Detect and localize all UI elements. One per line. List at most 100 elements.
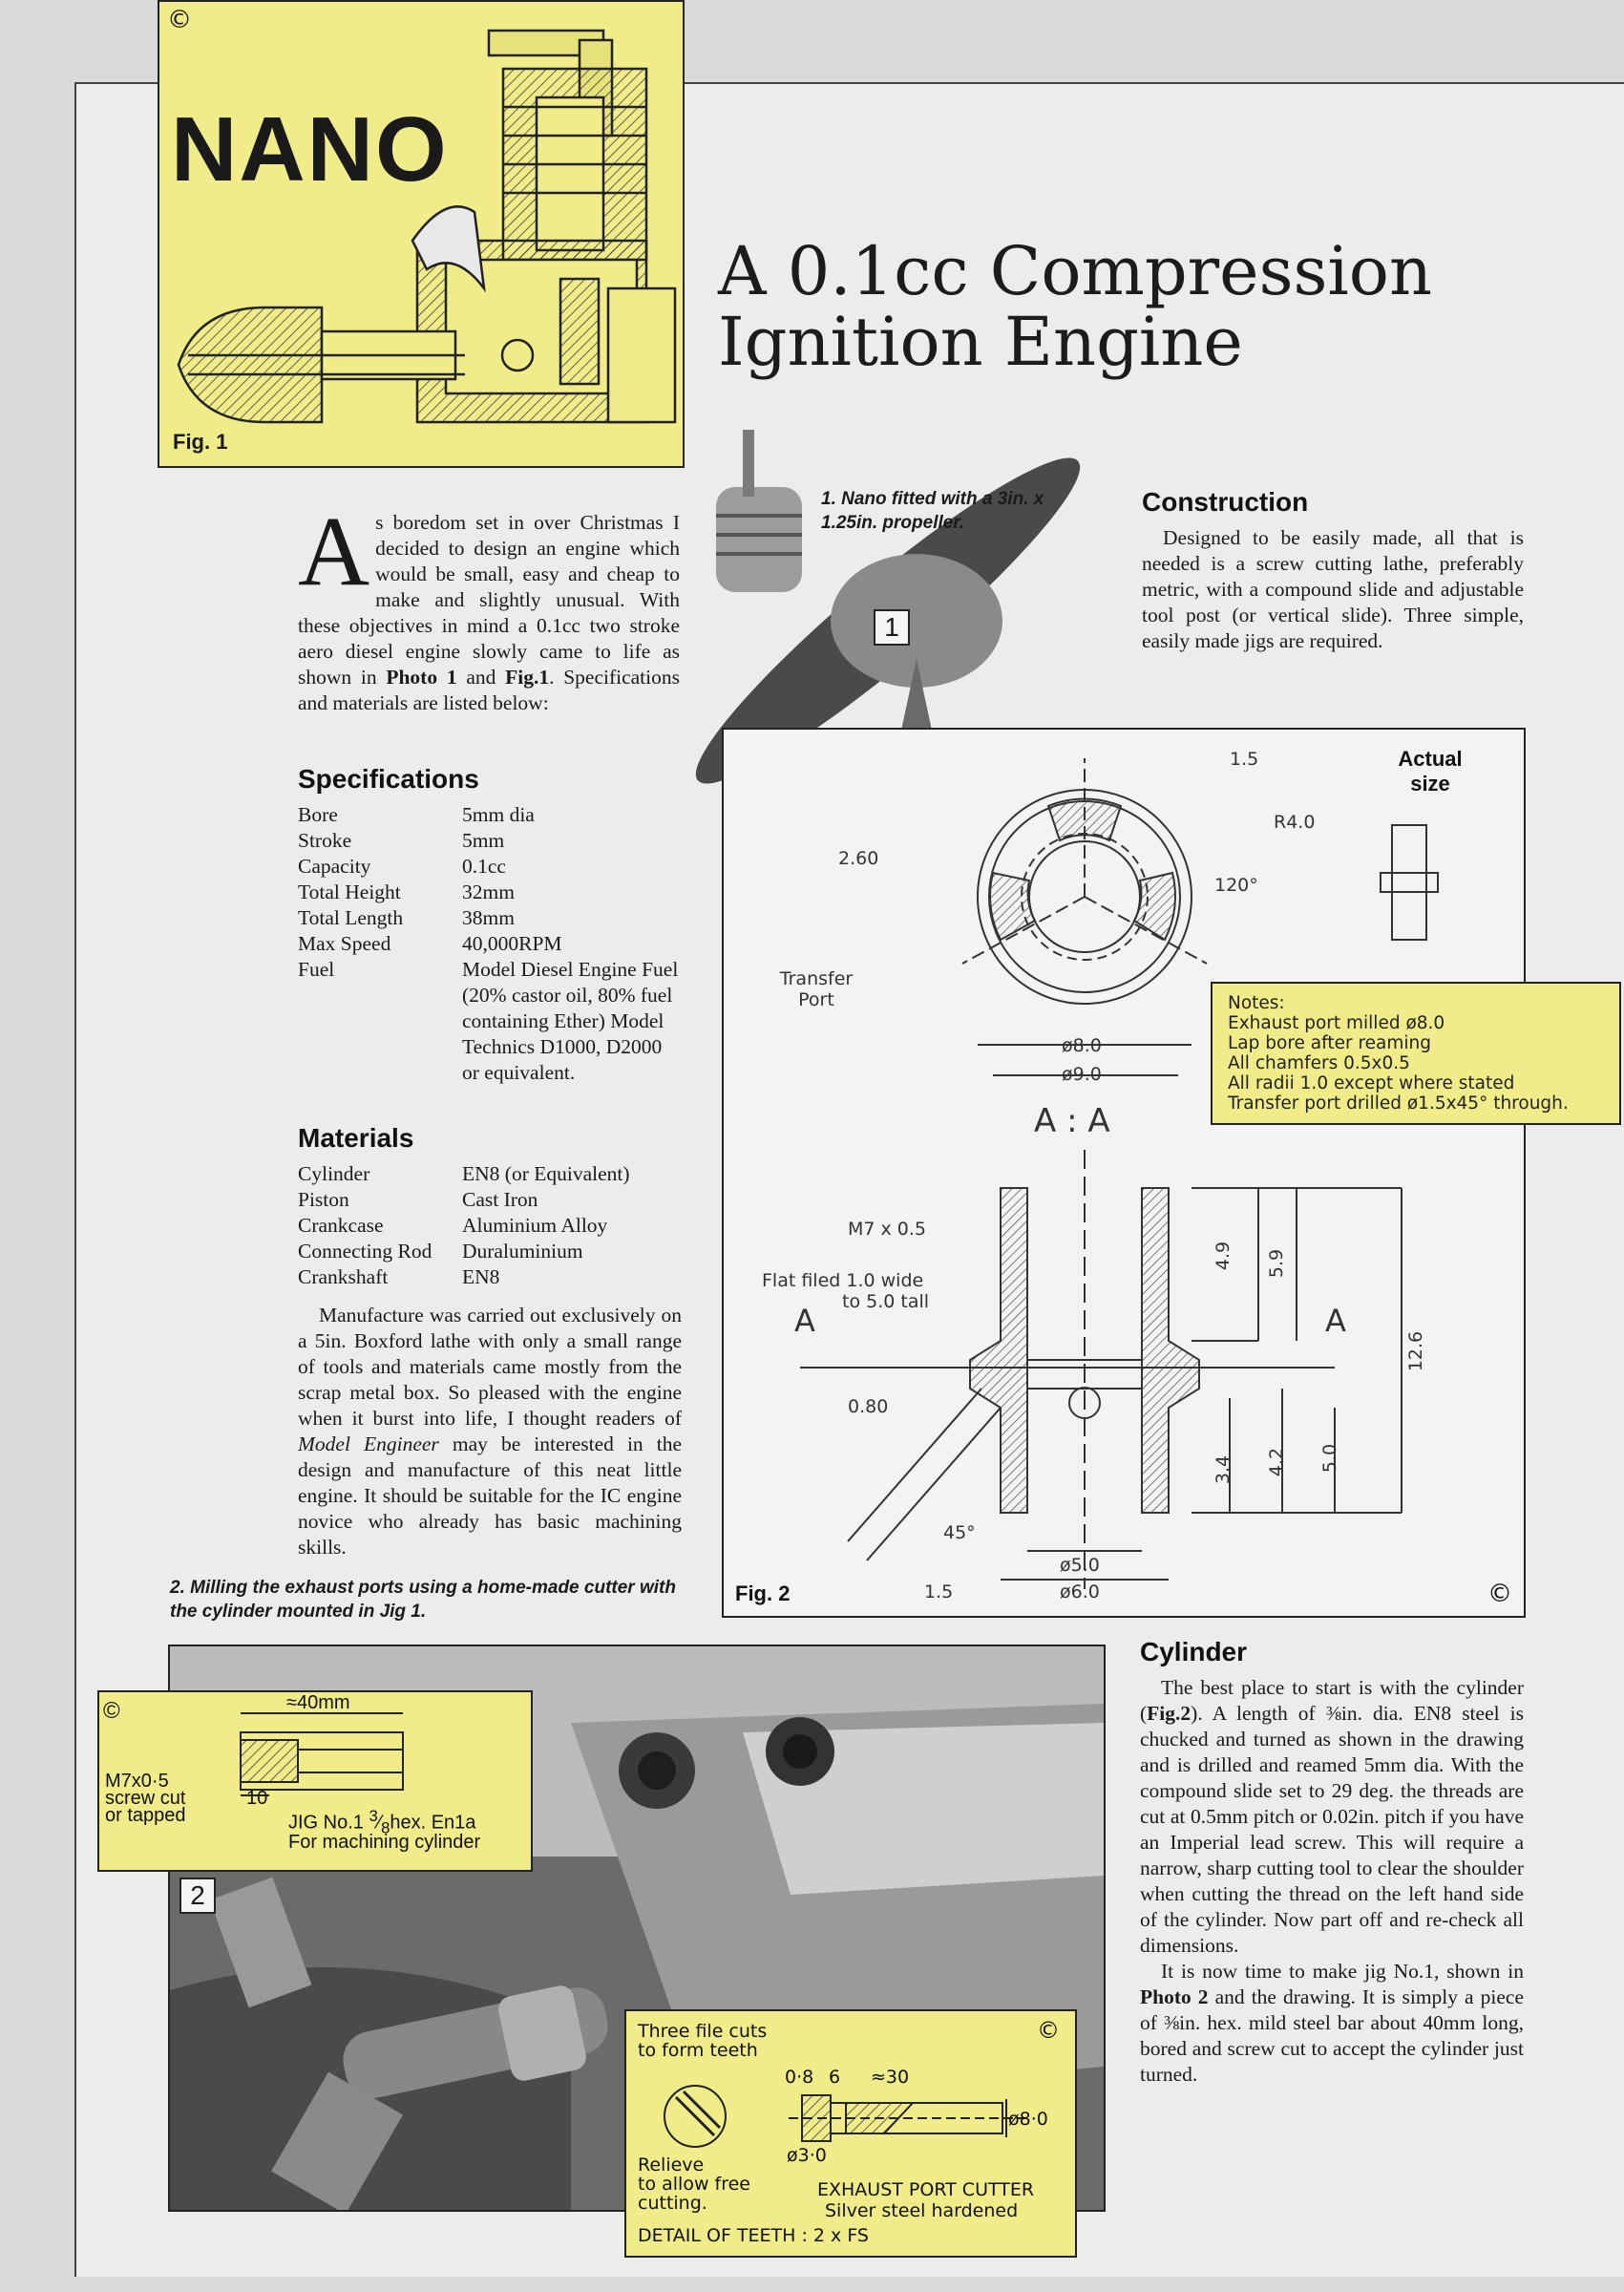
cylinder-section: The best place to start is with the cyli…	[1140, 1675, 1524, 2088]
article-title: A 0.1cc Compression Ignition Engine	[718, 232, 1577, 381]
spec-key: Capacity	[298, 855, 371, 878]
cyl-p1a: The best place to start is with the cyli…	[1140, 1676, 1524, 1725]
magazine-name: Model Engineer	[298, 1432, 439, 1455]
dim-5-9: 5.9	[1266, 1248, 1288, 1279]
dim-0-80: 0.80	[848, 1396, 889, 1417]
note-line: All radii 1.0 except where stated	[1228, 1073, 1515, 1093]
cutter-name: EXHAUST PORT CUTTER	[817, 2179, 1035, 2200]
flat-label-2: to 5.0 tall	[842, 1291, 930, 1312]
fig2-drawing: 1.5 Actual size R4.0 2.60 120° Transfer …	[722, 728, 1526, 1618]
dim-d8: ø8.0	[1062, 1035, 1102, 1056]
photo1-number: 1	[874, 609, 910, 646]
dim-1-5b: 1.5	[924, 1581, 954, 1602]
jig-thread-3: or tapped	[105, 1805, 186, 1826]
cutter-material: Silver steel hardened	[825, 2200, 1019, 2221]
material-row: Crankshaft EN8	[298, 1264, 630, 1290]
section-label: A : A	[1034, 1102, 1110, 1140]
notes-title: Notes:	[1228, 993, 1285, 1013]
thread-label: M7 x 0.5	[848, 1219, 927, 1240]
material-value: Duraluminium	[462, 1240, 583, 1263]
fig2-copyright: ©	[1487, 1580, 1512, 1608]
material-value: EN8 (or Equivalent)	[462, 1162, 630, 1185]
jig-drawing: © ≈40mm M7x0·5 screw cut or tapped 10 JI…	[97, 1690, 533, 1872]
cutter-cuts-1: Three file cuts	[638, 2021, 768, 2042]
cutter-relieve-3: cutting.	[638, 2193, 707, 2214]
intro-and: and	[456, 666, 506, 689]
fig1-copyright: ©	[167, 6, 192, 34]
spec-key: Bore	[298, 803, 338, 826]
material-key: Crankcase	[298, 1214, 384, 1237]
cutter-relieve-1: Relieve	[638, 2154, 705, 2175]
spec-key: Stroke	[298, 829, 352, 852]
note-line: Transfer port drilled ø1.5x45° through.	[1228, 1093, 1569, 1114]
drop-cap: A	[298, 497, 370, 606]
title-line2: Ignition Engine	[718, 302, 1243, 381]
cutter-relieve-2: to allow free	[638, 2174, 750, 2195]
jig-ten: 10	[246, 1788, 268, 1809]
material-value: EN8	[462, 1265, 500, 1288]
jig-name-text: JIG No.1	[288, 1812, 364, 1834]
jig-hex: hex. En1a	[390, 1812, 476, 1834]
spec-key: Total Length	[298, 906, 404, 929]
cyl-p2a: It is now time to make jig No.1, shown i…	[1161, 1960, 1524, 1983]
photo2-number: 2	[179, 1878, 216, 1914]
cyl-p1-ref: Fig.2	[1147, 1702, 1192, 1725]
spec-row: Stroke 5mm	[298, 828, 682, 854]
note-line: Lap bore after reaming	[1228, 1033, 1431, 1053]
jig-frac-n: 3	[369, 1807, 378, 1825]
cutter-drawing: Three file cuts to form teeth © 0·8 6 ≈3…	[624, 2009, 1077, 2258]
dim-1-5: 1.5	[1230, 749, 1259, 770]
manufacture-paragraph: Manufacture was carried out exclusively …	[298, 1303, 682, 1560]
manufacture-text-b: may be interested in the design and manu…	[298, 1432, 682, 1559]
jig-frac-d: 8	[381, 1818, 390, 1837]
spec-key: Total Height	[298, 881, 401, 903]
note-line: All chamfers 0.5x0.5	[1228, 1053, 1410, 1073]
section-a-right: A	[1325, 1303, 1346, 1339]
flat-label: Flat filed 1.0 wide	[762, 1270, 924, 1291]
material-row: Crankcase Aluminium Alloy	[298, 1213, 630, 1239]
spec-value: 38mm	[462, 906, 515, 929]
title-line1: A 0.1cc Compression	[718, 232, 1433, 310]
cutter-cuts-2: to form teeth	[638, 2040, 758, 2061]
spec-value: 5mm	[462, 829, 505, 852]
spec-value: 5mm dia	[462, 803, 535, 826]
note-line: Exhaust port milled ø8.0	[1228, 1013, 1445, 1033]
transfer-port-label: Transfer Port	[779, 968, 854, 1010]
fig1-label: Fig. 1	[173, 430, 228, 454]
jig-name: JIG No.1 3⁄8hex. En1a	[288, 1807, 476, 1837]
jig-sketch	[240, 1712, 404, 1796]
material-key: Cylinder	[298, 1162, 370, 1185]
cutter-dim-6: 6	[829, 2067, 841, 2088]
jig-thread: M7x0·5	[105, 1771, 169, 1792]
materials-heading: Materials	[298, 1123, 414, 1153]
cyl-p2b: and the drawing. It is simply a piece of…	[1140, 1985, 1525, 2086]
material-key: Connecting Rod	[298, 1240, 432, 1263]
material-value: Aluminium Alloy	[462, 1214, 608, 1237]
dim-120: 120°	[1214, 875, 1258, 896]
dim-4-9: 4.9	[1213, 1241, 1234, 1271]
dim-5-0: 5.0	[1319, 1443, 1341, 1474]
material-row: Cylinder EN8 (or Equivalent)	[298, 1161, 630, 1187]
cutter-detail: DETAIL OF TEETH : 2 x FS	[638, 2225, 869, 2246]
dim-3-4: 3.4	[1213, 1454, 1234, 1485]
cylinder-paragraph-1: The best place to start is with the cyli…	[1140, 1675, 1524, 1959]
dim-4-2: 4.2	[1266, 1447, 1288, 1477]
engine-cutaway-drawing	[177, 29, 677, 424]
material-key: Crankshaft	[298, 1265, 389, 1288]
cylinder-drawing	[800, 758, 1439, 1589]
jig-copyright: ©	[103, 1698, 120, 1724]
fig2-label: Fig. 2	[735, 1581, 791, 1605]
cutter-dim-0-8: 0·8	[785, 2067, 814, 2088]
cylinder-paragraph-2: It is now time to make jig No.1, shown i…	[1140, 1959, 1524, 2088]
specifications-heading: Specifications	[298, 764, 479, 794]
dim-r4: R4.0	[1274, 812, 1316, 833]
intro-tail: . Specifications and materials are liste…	[298, 666, 680, 714]
notes-box: Notes: Exhaust port milled ø8.0 Lap bore…	[1211, 982, 1621, 1125]
cyl-p2-ref: Photo 2	[1140, 1985, 1209, 2008]
manufacture-text-a: Manufacture was carried out exclusively …	[298, 1304, 682, 1430]
